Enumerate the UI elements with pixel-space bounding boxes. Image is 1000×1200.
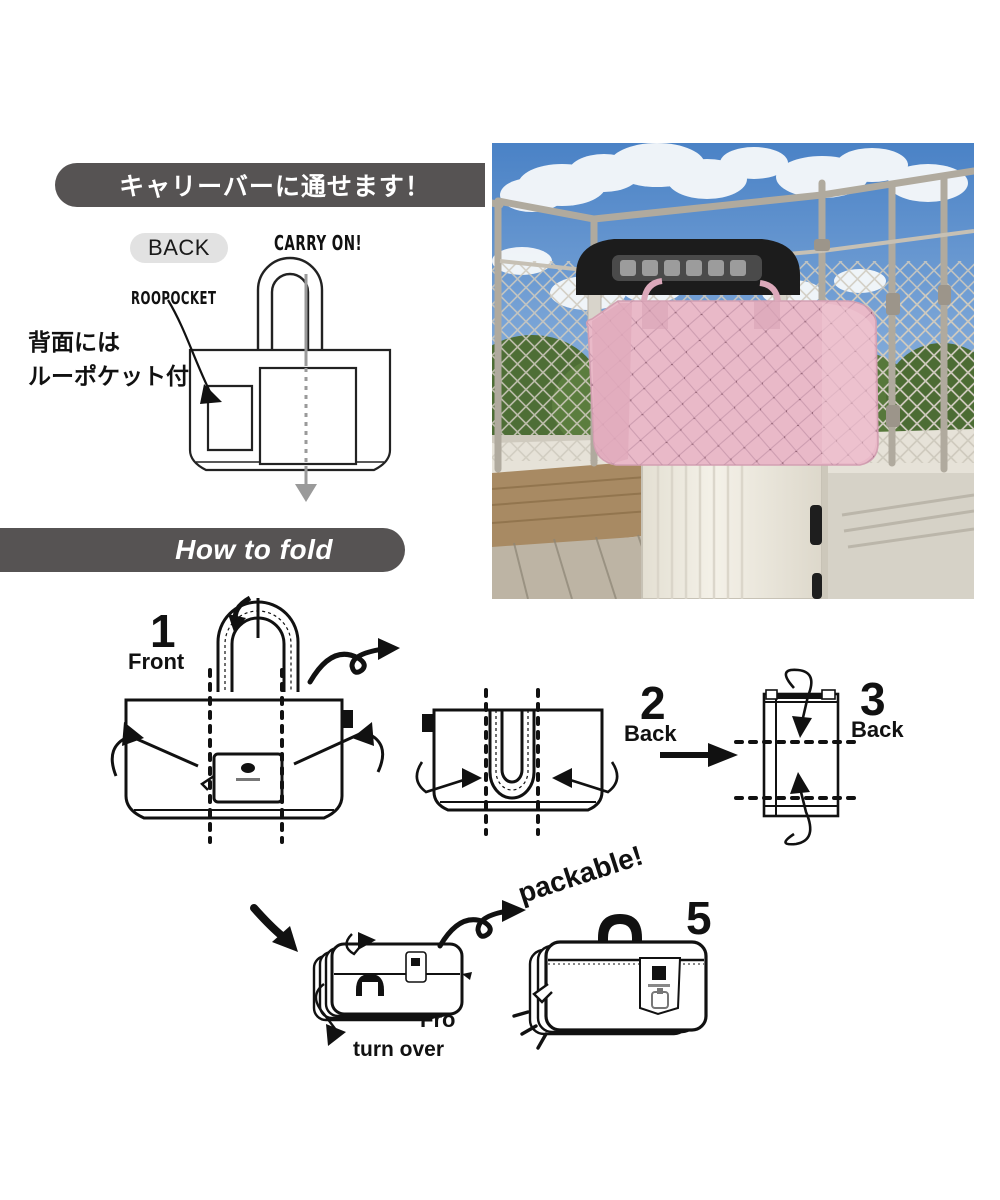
flip-arrow-2 bbox=[248, 904, 314, 964]
step-3-number: 3 bbox=[860, 673, 886, 725]
back-badge-label: BACK bbox=[148, 235, 210, 260]
carry-on-label: CARRY ON! bbox=[274, 231, 363, 256]
turn-over-label: turn over bbox=[353, 1038, 445, 1061]
carry-bar-banner-label: キャリーバーに通せます！ bbox=[119, 172, 431, 201]
step-5-number: 5 bbox=[686, 892, 712, 944]
how-to-fold-banner-label: How to fold bbox=[175, 534, 333, 565]
step-1-illustration bbox=[110, 595, 410, 846]
how-to-fold-banner: How to fold bbox=[0, 528, 405, 572]
back-badge: BACK bbox=[130, 233, 228, 263]
flip-arrow-3 bbox=[437, 898, 528, 950]
japanese-note: 背面には ルーポケット付き bbox=[28, 330, 212, 390]
step-2-sublabel: Back bbox=[624, 721, 677, 746]
carry-bar-banner: キャリーバーに通せます！ bbox=[55, 163, 485, 207]
flip-arrow-1 bbox=[306, 638, 406, 688]
back-view-bag-diagram bbox=[160, 238, 450, 503]
step-4-illustration bbox=[300, 930, 480, 1050]
step-2-illustration bbox=[412, 676, 652, 836]
step-1-number: 1 bbox=[150, 605, 176, 657]
step-3-sublabel: Back bbox=[851, 717, 904, 742]
step-3-illustration bbox=[734, 666, 866, 846]
step-5-illustration bbox=[512, 908, 720, 1050]
product-photo bbox=[492, 143, 974, 599]
step-1-sublabel: Front bbox=[128, 649, 185, 674]
step-2-number: 2 bbox=[640, 677, 666, 729]
packable-label: packable! bbox=[514, 839, 647, 910]
next-step-arrow bbox=[660, 742, 740, 768]
roopocket-label: ROOPOCKET bbox=[131, 289, 217, 310]
